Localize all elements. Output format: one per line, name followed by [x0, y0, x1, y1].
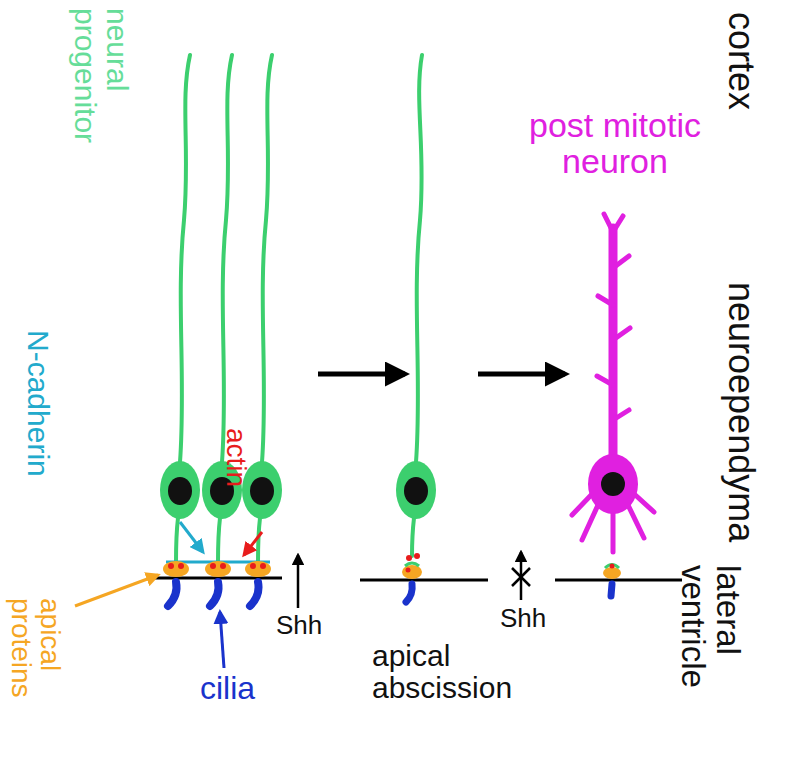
abscising-progenitor: [396, 55, 436, 602]
signal-label: Shh: [500, 605, 560, 632]
process-label: apical abscission: [372, 640, 562, 703]
structure-label: N-cadherin: [22, 330, 54, 530]
post-mitotic-neuron: [572, 214, 654, 552]
structure-label: actin: [222, 428, 251, 548]
structure-label: apical proteins: [6, 598, 65, 733]
region-label: cortex: [722, 12, 760, 272]
cilia-arrow: [220, 612, 224, 668]
stage-arrow: [478, 372, 565, 377]
structure-label: cilia: [200, 672, 300, 706]
progenitor-soma: [160, 461, 282, 519]
region-label: neuroependyma: [722, 282, 760, 582]
cell-label: neural progenitor: [70, 8, 133, 183]
cilia: [168, 582, 259, 606]
stage-arrow: [318, 372, 405, 377]
abscised-apical-piece: [603, 564, 621, 597]
cell-label: post mitotic neuron: [485, 108, 745, 179]
apical-proteins-arrow: [75, 575, 158, 606]
shh-blocked-arrow: [512, 552, 530, 600]
region-label: lateral ventricle: [676, 565, 745, 755]
shh-arrow: [297, 555, 300, 608]
n-cadherin-arrow: [180, 522, 203, 552]
apical-endfeet: [163, 561, 271, 577]
actin-arrow: [244, 532, 262, 555]
neuron-soma: [588, 454, 638, 514]
signal-label: Shh: [276, 612, 336, 639]
